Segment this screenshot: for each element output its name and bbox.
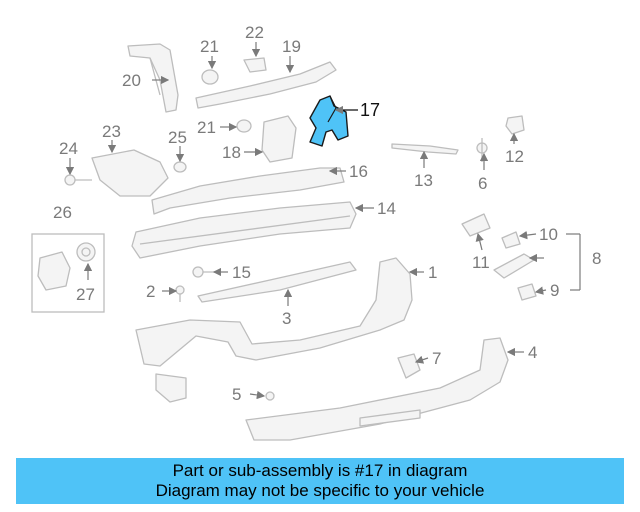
- callout-11: 11: [472, 253, 490, 272]
- callout-21-lower: 21: [197, 118, 216, 137]
- part-12-clip: [505, 115, 525, 135]
- callout-13: 13: [414, 171, 433, 190]
- callout-18: 18: [222, 143, 241, 162]
- part-11-bracket: [461, 213, 491, 237]
- part-3-step-pad: [197, 261, 357, 303]
- part-13-molding: [391, 143, 459, 155]
- part-25-clip: [173, 161, 187, 173]
- callout-19: 19: [282, 37, 301, 56]
- part-18-bracket: [261, 115, 297, 163]
- banner-line-1: Part or sub-assembly is #17 in diagram: [172, 461, 468, 480]
- callout-8: 8: [592, 249, 601, 268]
- part-4-lower-valance: [245, 337, 509, 441]
- part-17-highlighted-bracket[interactable]: [309, 95, 349, 147]
- callout-labels: 20 21 22 19 21 18 23 24 25 17 16 14 13 6…: [53, 23, 601, 404]
- callout-27: 27: [76, 285, 95, 304]
- part-7-bracket: [397, 353, 421, 379]
- part-21-grommet-lower: [236, 119, 252, 133]
- part-14-impact-bar: [131, 201, 357, 259]
- callout-21-upper: 21: [200, 37, 219, 56]
- callout-10: 10: [539, 225, 558, 244]
- callout-17: 17: [360, 100, 380, 120]
- info-banner: Part or sub-assembly is #17 in diagram D…: [16, 458, 624, 504]
- callout-9: 9: [550, 281, 559, 300]
- part-21-grommet-upper: [201, 69, 219, 85]
- callout-7: 7: [432, 349, 441, 368]
- part-19-upper-reinforcement: [195, 61, 337, 109]
- callout-24: 24: [59, 139, 78, 158]
- callout-1: 1: [428, 263, 437, 282]
- part-8-reflector: [493, 253, 535, 279]
- callout-26: 26: [53, 203, 72, 222]
- callout-12: 12: [505, 147, 524, 166]
- callout-6: 6: [478, 174, 487, 193]
- callout-25: 25: [168, 128, 187, 147]
- part-5-bolt: [265, 391, 275, 401]
- part-10-piece: [501, 231, 521, 249]
- callout-20: 20: [122, 71, 141, 90]
- part-16-energy-absorber: [151, 167, 345, 215]
- callout-14: 14: [377, 199, 396, 218]
- callout-4: 4: [528, 343, 537, 362]
- callout-5: 5: [232, 385, 241, 404]
- part-20-bracket: [127, 43, 179, 113]
- part-23-bracket: [91, 149, 169, 197]
- part-26-sensor-kit: [31, 233, 105, 313]
- parts-diagram: 20 21 22 19 21 18 23 24 25 17 16 14 13 6…: [31, 23, 601, 441]
- part-6-bolt: [476, 138, 488, 162]
- callout-16: 16: [349, 162, 368, 181]
- callout-23: 23: [102, 122, 121, 141]
- part-1-bumper-cover: [135, 257, 413, 403]
- part-22-clip: [243, 57, 267, 73]
- part-24-bolt: [64, 174, 92, 186]
- part-2-bolt: [175, 285, 185, 302]
- callout-22: 22: [245, 23, 264, 42]
- leader-lines: [65, 42, 581, 400]
- callout-2: 2: [146, 282, 155, 301]
- callout-3: 3: [282, 309, 291, 328]
- callout-15: 15: [232, 263, 251, 282]
- banner-line-2: Diagram may not be specific to your vehi…: [155, 481, 485, 500]
- part-9-piece: [517, 283, 537, 301]
